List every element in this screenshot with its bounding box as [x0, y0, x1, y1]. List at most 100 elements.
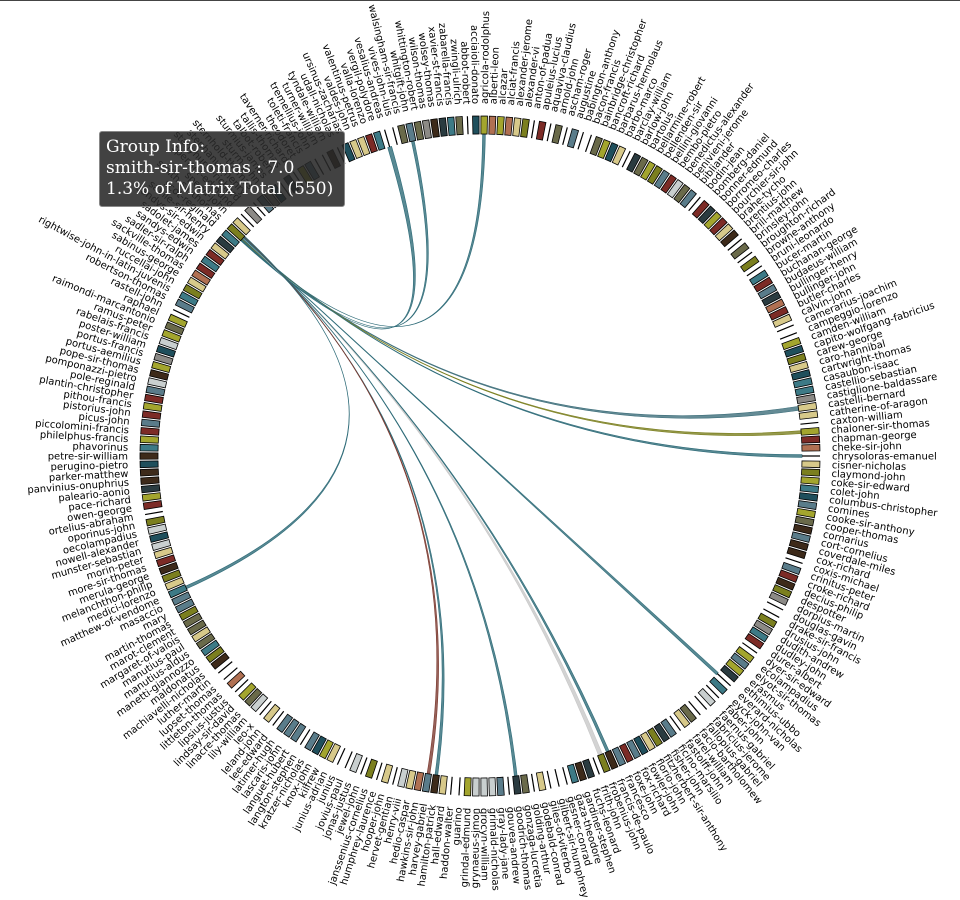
chord-smith-sir-thomas-to-castelli-bernard[interactable]: [241, 238, 800, 419]
group-arc-poster-william[interactable]: [155, 344, 177, 358]
group-arc-eyck-john-van[interactable]: [709, 676, 728, 695]
group-arc-medici-lorenzo[interactable]: [164, 576, 185, 591]
group-arc-bonner-edmund[interactable]: [697, 205, 716, 225]
group-arc-paleario-aonio[interactable]: [140, 484, 161, 494]
group-arc-butler-charles[interactable]: [768, 306, 789, 321]
group-label-guarino[interactable]: guarino: [451, 807, 464, 846]
group-arc-barbo-marco[interactable]: [611, 145, 627, 166]
group-arc-scot-reginald[interactable]: [221, 229, 240, 248]
group-arc-facio-bartholomew[interactable]: [679, 703, 697, 723]
group-arc-calvin-john[interactable]: [772, 313, 793, 328]
group-arc-gaza-theodore[interactable]: [566, 763, 580, 784]
group-arc-pole-reginald[interactable]: [145, 385, 166, 397]
group-arc-camden-william[interactable]: [781, 336, 802, 351]
group-arc-manutius-paul[interactable]: [191, 626, 211, 643]
group-arc-grimald-nicholas[interactable]: [488, 777, 497, 797]
group-arc-borromeo-charles[interactable]: [703, 211, 722, 230]
group-arc-raimondi-marcantonio[interactable]: [164, 321, 185, 336]
group-arc-hooper-john[interactable]: [380, 763, 394, 784]
group-arc-hedio-caspar[interactable]: [405, 769, 417, 790]
group-arc-lindsay-sir-david[interactable]: [238, 682, 257, 701]
group-arc-augustine[interactable]: [566, 128, 580, 149]
group-label-petre-sir-william[interactable]: petre-sir-william: [48, 452, 128, 463]
group-arc-leland-john[interactable]: [263, 703, 281, 723]
group-arc-speed-john[interactable]: [232, 217, 251, 236]
group-arc-gardiner-stephen[interactable]: [574, 761, 588, 782]
group-arc-carew-george[interactable]: [786, 352, 807, 366]
group-arc-linacre-thomas[interactable]: [244, 687, 263, 707]
group-arc-ruccellai-john[interactable]: [182, 283, 203, 300]
group-arc-manetti-giannozzo[interactable]: [200, 639, 221, 657]
group-arc-lascaris-john[interactable]: [283, 718, 300, 738]
group-label-phavorinus[interactable]: phavorinus: [72, 441, 128, 453]
group-arc-smith-sir-thomas[interactable]: [226, 223, 246, 242]
group-arc-jonas-justus[interactable]: [349, 752, 363, 774]
group-arc-oecolampadius[interactable]: [147, 523, 168, 535]
group-label-acciaioli-donato[interactable]: acciaioli-donato: [468, 25, 480, 104]
group-arc-elyot-sir-thomas[interactable]: [730, 652, 750, 670]
group-arc-apuleius-lucius[interactable]: [535, 120, 547, 141]
group-arc-grindal-edmund[interactable]: [463, 777, 472, 797]
group-arc-stanyhurst-richard[interactable]: [244, 205, 263, 225]
group-arc-decius-philip[interactable]: [775, 576, 796, 591]
group-arc-erasmus[interactable]: [725, 658, 745, 677]
group-arc-perugino-pietro[interactable]: [139, 460, 159, 469]
group-arc-brentius-john[interactable]: [720, 229, 739, 248]
group-arc-grocyn-william[interactable]: [480, 777, 488, 797]
group-arc-cox-richard[interactable]: [786, 546, 807, 560]
group-arc-walsingham-sir-francis[interactable]: [397, 124, 409, 145]
group-arc-crinitus-peter[interactable]: [781, 561, 802, 576]
group-arc-bucer-martin[interactable]: [749, 269, 769, 286]
group-arc-frobenius-john[interactable]: [597, 752, 611, 774]
group-arc-zwingli-ulrich[interactable]: [455, 116, 464, 136]
group-arc-hamilton-patrick[interactable]: [430, 774, 440, 794]
group-arc-alciat-francis[interactable]: [504, 116, 514, 136]
group-arc-manutius-aldus[interactable]: [195, 632, 216, 650]
group-arc-cisner-nicholas[interactable]: [801, 460, 821, 469]
chord-smith-sir-thomas-to-everard-nicholas[interactable]: [242, 237, 719, 676]
group-arc-bullinger-henry[interactable]: [761, 291, 782, 307]
group-arc-whittington-robert[interactable]: [413, 120, 425, 141]
group-arc-junius-adrian[interactable]: [326, 742, 342, 763]
group-arc-bourchier-sir-john[interactable]: [709, 217, 728, 236]
group-arc-cooper-thomas[interactable]: [794, 515, 815, 527]
group-arc-bembo-pietro[interactable]: [660, 174, 677, 194]
group-arc-bibliander[interactable]: [679, 189, 697, 209]
group-arc-nowell-alexander[interactable]: [149, 531, 170, 543]
group-arc-fitzherbert-sir-anthony[interactable]: [646, 727, 663, 747]
group-arc-agricola-rodolphus[interactable]: [480, 115, 488, 135]
group-label-gray-lady-jane[interactable]: gray-lady-jane: [495, 807, 510, 879]
group-arc-cooke-sir-anthony[interactable]: [796, 507, 816, 519]
group-arc-buchanan-george[interactable]: [753, 276, 774, 293]
group-arc-benedictus-alexander[interactable]: [666, 178, 684, 199]
group-label-grindal-edmund[interactable]: grindal-edmund: [459, 808, 473, 888]
group-arc-capito-wolfgang-fabricius[interactable]: [783, 344, 805, 358]
group-arc-goodrich-thomas[interactable]: [512, 775, 522, 795]
group-arc-cort-cornelius[interactable]: [790, 531, 811, 543]
group-arc-machiavelli-nicholas[interactable]: [210, 652, 230, 670]
chord-smith-sir-thomas-to-goodrich-thomas[interactable]: [243, 236, 518, 777]
group-arc-kilfrew[interactable]: [318, 739, 334, 760]
group-arc-merula-george[interactable]: [158, 561, 179, 576]
group-label-philelphus-francis[interactable]: philelphus-francis: [40, 430, 129, 445]
group-arc-alcazar[interactable]: [496, 116, 505, 136]
group-label-picus-john[interactable]: picus-john: [78, 412, 130, 428]
group-arc-rightwise-john-in-latin-juvenis[interactable]: [178, 291, 199, 307]
group-arc-hawkins-sir-john[interactable]: [413, 771, 425, 792]
group-label-perugino-pietro[interactable]: perugino-pietro: [50, 460, 128, 473]
group-arc-whitgift-john[interactable]: [405, 122, 417, 143]
group-arc-henry-viii[interactable]: [397, 767, 409, 788]
group-arc-zabarella-francis[interactable]: [446, 116, 456, 136]
group-arc-barbarus-hermolaus[interactable]: [604, 142, 619, 163]
group-arc-benivieni-jerome[interactable]: [673, 183, 691, 204]
group-arc-wolsey-thomas[interactable]: [430, 118, 440, 138]
group-arc-cornarius[interactable]: [792, 523, 813, 535]
group-label-abbot-robert[interactable]: abbot-robert: [458, 41, 471, 104]
group-arc-ecolampadius[interactable]: [735, 646, 755, 664]
group-arc-caro-hannibal[interactable]: [788, 360, 809, 373]
group-arc-arnold-john[interactable]: [551, 124, 563, 145]
group-arc-godebald-conrad[interactable]: [535, 771, 547, 792]
group-arc-sadolet-james[interactable]: [205, 248, 225, 266]
group-arc-sadler-sir-ralph[interactable]: [195, 262, 216, 280]
group-arc-pace-richard[interactable]: [141, 492, 162, 502]
